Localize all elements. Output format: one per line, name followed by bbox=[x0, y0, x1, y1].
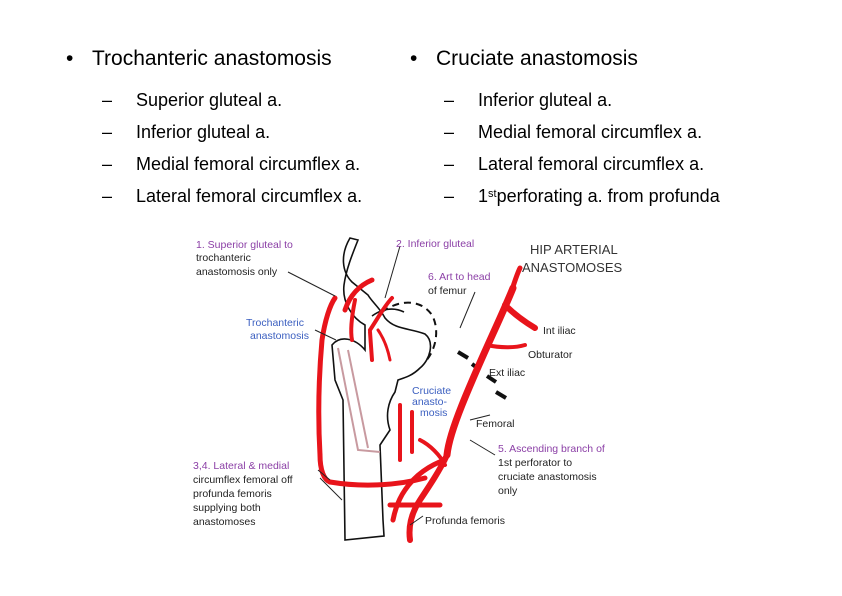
cruciate-heading: Cruciate anastomosis bbox=[436, 47, 638, 70]
label-profunda: Profunda femoris bbox=[425, 515, 505, 527]
label-34-line2: circumflex femoral off bbox=[193, 474, 293, 486]
trochanteric-heading-row: • Trochanteric anastomosis bbox=[66, 44, 362, 74]
list-item: –Medial femoral circumflex a. bbox=[102, 154, 361, 174]
label-femoral: Femoral bbox=[476, 418, 515, 430]
pointer-lines bbox=[287, 245, 496, 526]
label-trochanteric-line1: Trochanteric bbox=[246, 317, 304, 329]
diagram-title-line2: ANASTOMOSES bbox=[522, 260, 623, 275]
trochanteric-heading: Trochanteric anastomosis bbox=[92, 47, 332, 70]
diagram-title-line1: HIP ARTERIAL bbox=[530, 242, 618, 257]
trochanteric-list: –Superior gluteal a. –Inferior gluteal a… bbox=[102, 84, 362, 212]
label-int-iliac: Int iliac bbox=[543, 325, 576, 337]
label-6-line1: 6. Art to head bbox=[428, 271, 491, 283]
list-item: –Lateral femoral circumflex a. bbox=[102, 186, 363, 206]
label-cruciate-line3: mosis bbox=[420, 407, 447, 419]
label-34-line4: supplying both bbox=[193, 502, 261, 514]
femoral-head-outline bbox=[381, 301, 438, 363]
list-item: –Lateral femoral circumflex a. bbox=[444, 154, 705, 174]
label-1-line2: trochanteric bbox=[196, 252, 251, 264]
arteries bbox=[316, 265, 538, 543]
label-1-line3: anastomosis only bbox=[196, 266, 278, 278]
cruciate-section: • Cruciate anastomosis –Inferior gluteal… bbox=[410, 44, 720, 212]
label-5-line2: 1st perforator to bbox=[498, 457, 572, 469]
label-5-line3: cruciate anastomosis bbox=[498, 471, 597, 483]
cruciate-heading-row: • Cruciate anastomosis bbox=[410, 44, 720, 74]
label-6-line2: of femur bbox=[428, 285, 467, 297]
bullet-symbol: • bbox=[66, 47, 74, 70]
bullet-symbol: • bbox=[410, 47, 418, 70]
list-item: –Inferior gluteal a. bbox=[444, 90, 613, 110]
label-ext-iliac: Ext iliac bbox=[489, 367, 525, 379]
label-34-line5: anastomoses bbox=[193, 516, 255, 528]
list-item: –Superior gluteal a. bbox=[102, 90, 283, 110]
label-34-line1: 3,4. Lateral & medial bbox=[193, 460, 289, 472]
cruciate-list: –Inferior gluteal a. –Medial femoral cir… bbox=[444, 84, 720, 212]
label-obturator: Obturator bbox=[528, 349, 573, 361]
label-cruciate-line2: anasto- bbox=[412, 396, 448, 408]
diagram-labels: 1. Superior gluteal to trochanteric anas… bbox=[193, 238, 623, 528]
list-item: –Medial femoral circumflex a. bbox=[444, 122, 703, 142]
label-cruciate-line1: Cruciate bbox=[412, 385, 451, 397]
list-item: –Inferior gluteal a. bbox=[102, 122, 271, 142]
trochanteric-section: • Trochanteric anastomosis –Superior glu… bbox=[66, 44, 362, 212]
label-trochanteric-line2: anastomosis bbox=[250, 330, 309, 342]
label-34-line3: profunda femoris bbox=[193, 488, 272, 500]
nutrient-outline bbox=[337, 347, 381, 453]
label-1-line1: 1. Superior gluteal to bbox=[196, 239, 293, 251]
label-2: 2. Inferior gluteal bbox=[396, 238, 474, 250]
label-5-line4: only bbox=[498, 485, 518, 497]
label-5-line1: 5. Ascending branch of bbox=[498, 443, 605, 455]
